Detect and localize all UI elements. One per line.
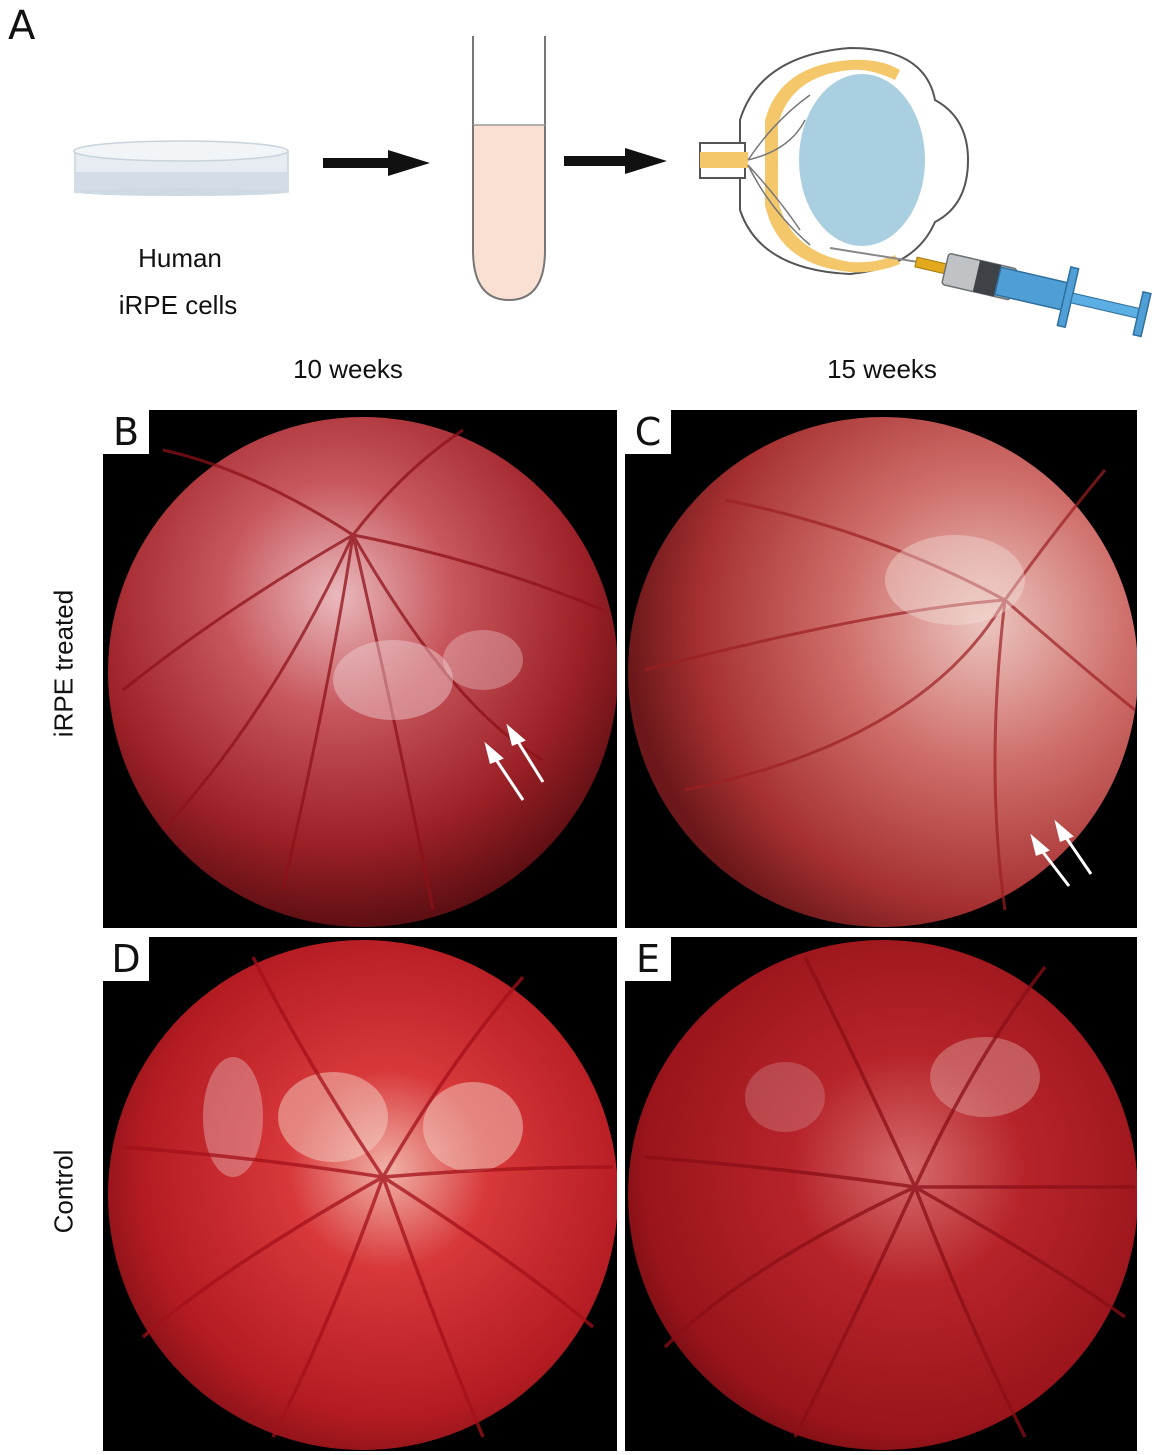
workflow-schematic (73, 36, 1152, 338)
time-label-10-weeks: 10 weeks (293, 354, 403, 384)
time-label-15-weeks: 15 weeks (827, 354, 937, 384)
syringe-icon (914, 253, 1152, 338)
cells-label-line1: Human (138, 243, 222, 273)
arrow-markers (484, 723, 545, 801)
row-label-control: Control (48, 1149, 79, 1234)
fundus-panel-d: D (103, 937, 617, 1451)
arrow-markers (1030, 819, 1093, 887)
fundus-image (628, 940, 1137, 1450)
fundus-image (628, 417, 1137, 927)
petri-dish-icon (73, 140, 289, 196)
tube-icon (472, 36, 546, 302)
row-label-irpe-treated: iRPE treated (48, 589, 79, 738)
panel-b-letter: B (103, 410, 149, 454)
fundus-image (108, 417, 617, 927)
fundus-panel-c: C (625, 410, 1137, 928)
arrow-right-icon (323, 150, 430, 176)
retinal-vessels (644, 469, 1136, 911)
retinal-vessels (122, 428, 604, 911)
fundus-panel-b: B (103, 410, 617, 928)
retinal-vessels (122, 956, 614, 1438)
panel-d-letter: D (103, 937, 149, 981)
cells-label-line2: iRPE cells (118, 290, 238, 320)
eye-diagram (699, 46, 970, 276)
arrow-right-icon (564, 148, 667, 174)
panel-c-letter: C (625, 410, 671, 454)
fundus-panel-e: E (625, 937, 1137, 1451)
panel-e-letter: E (625, 937, 671, 981)
retinal-vessels (644, 956, 1135, 1438)
panel-a-letter: A (8, 3, 36, 49)
fundus-image (108, 940, 617, 1450)
